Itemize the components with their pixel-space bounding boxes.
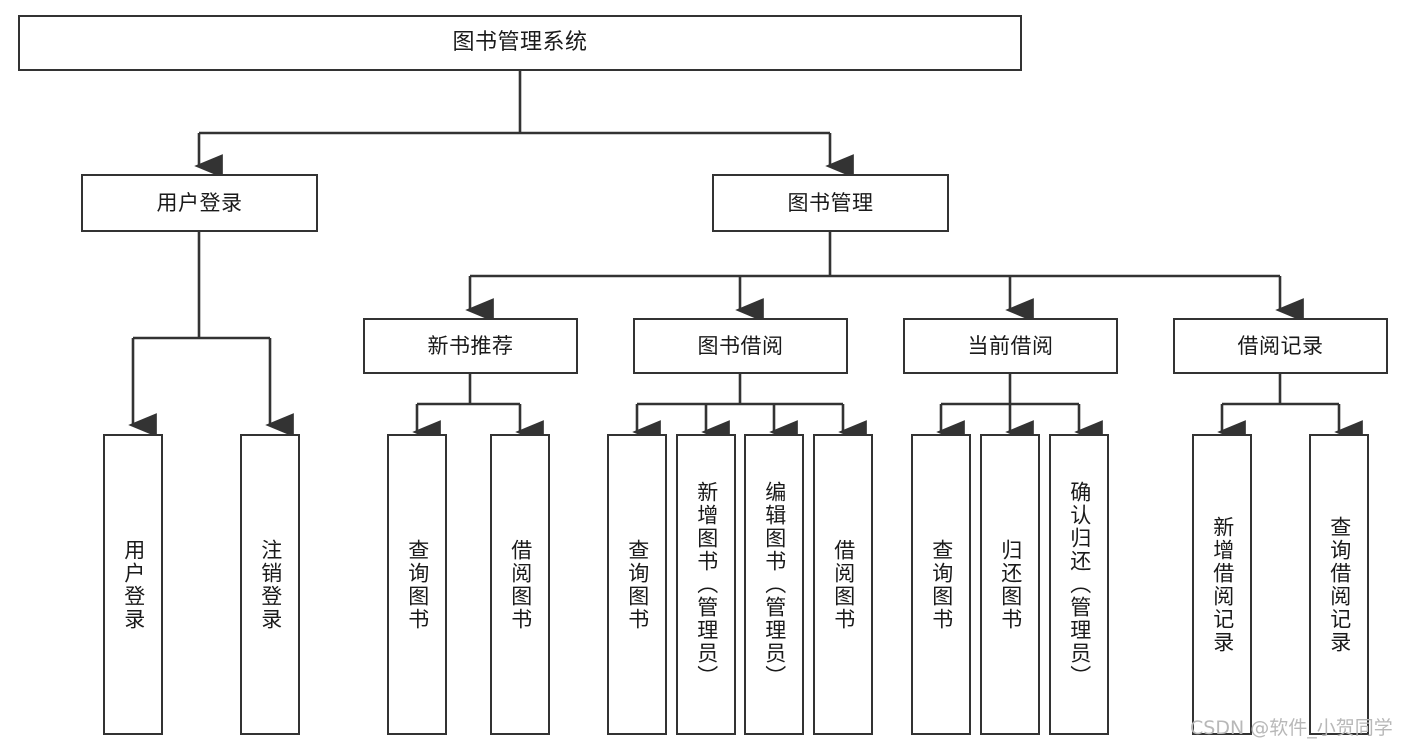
leaf-user-login[interactable]: 用户登录 [103,434,163,735]
node-label: 用户登录 [121,538,146,631]
node-label: 查询图书 [929,538,954,631]
node-label: 当前借阅 [967,333,1054,358]
node-root-book-management-system[interactable]: 图书管理系统 [18,15,1022,71]
leaf-add-book-admin[interactable]: 新增图书（管理员） [676,434,736,735]
node-new-book-recommend[interactable]: 新书推荐 [363,318,578,374]
node-label: 新增借阅记录 [1210,515,1235,654]
node-user-login[interactable]: 用户登录 [81,174,318,232]
leaf-return-book[interactable]: 归还图书 [980,434,1040,735]
node-label: 注销登录 [258,538,283,631]
leaf-edit-book-admin[interactable]: 编辑图书（管理员） [744,434,804,735]
leaf-user-logout[interactable]: 注销登录 [240,434,300,735]
node-label: 图书管理系统 [452,30,588,56]
node-book-management[interactable]: 图书管理 [712,174,949,232]
leaf-borrow-book-recommend[interactable]: 借阅图书 [490,434,550,735]
csdn-watermark: CSDN @软件_小贺同学 [1190,717,1393,739]
node-label: 借阅记录 [1237,333,1324,358]
leaf-query-book-current[interactable]: 查询图书 [911,434,971,735]
node-label: 图书借阅 [697,333,784,358]
node-label: 图书管理 [787,190,874,215]
node-label: 编辑图书（管理员） [762,481,787,688]
node-label: 确认归还（管理员） [1067,481,1092,688]
node-label: 借阅图书 [831,538,856,631]
leaf-query-borrow-record[interactable]: 查询借阅记录 [1309,434,1369,735]
leaf-confirm-return-admin[interactable]: 确认归还（管理员） [1049,434,1109,735]
node-label: 查询借阅记录 [1327,515,1352,654]
node-current-borrow[interactable]: 当前借阅 [903,318,1118,374]
node-book-borrow[interactable]: 图书借阅 [633,318,848,374]
node-label: 新增图书（管理员） [694,481,719,688]
leaf-add-borrow-record[interactable]: 新增借阅记录 [1192,434,1252,735]
node-label: 借阅图书 [508,538,533,631]
node-label: 查询图书 [405,538,430,631]
node-label: 用户登录 [156,190,243,215]
leaf-borrow-book[interactable]: 借阅图书 [813,434,873,735]
leaf-query-book-recommend[interactable]: 查询图书 [387,434,447,735]
node-label: 归还图书 [998,538,1023,631]
node-label: 查询图书 [625,538,650,631]
node-label: 新书推荐 [427,333,514,358]
leaf-query-book-borrow[interactable]: 查询图书 [607,434,667,735]
node-borrow-record[interactable]: 借阅记录 [1173,318,1388,374]
